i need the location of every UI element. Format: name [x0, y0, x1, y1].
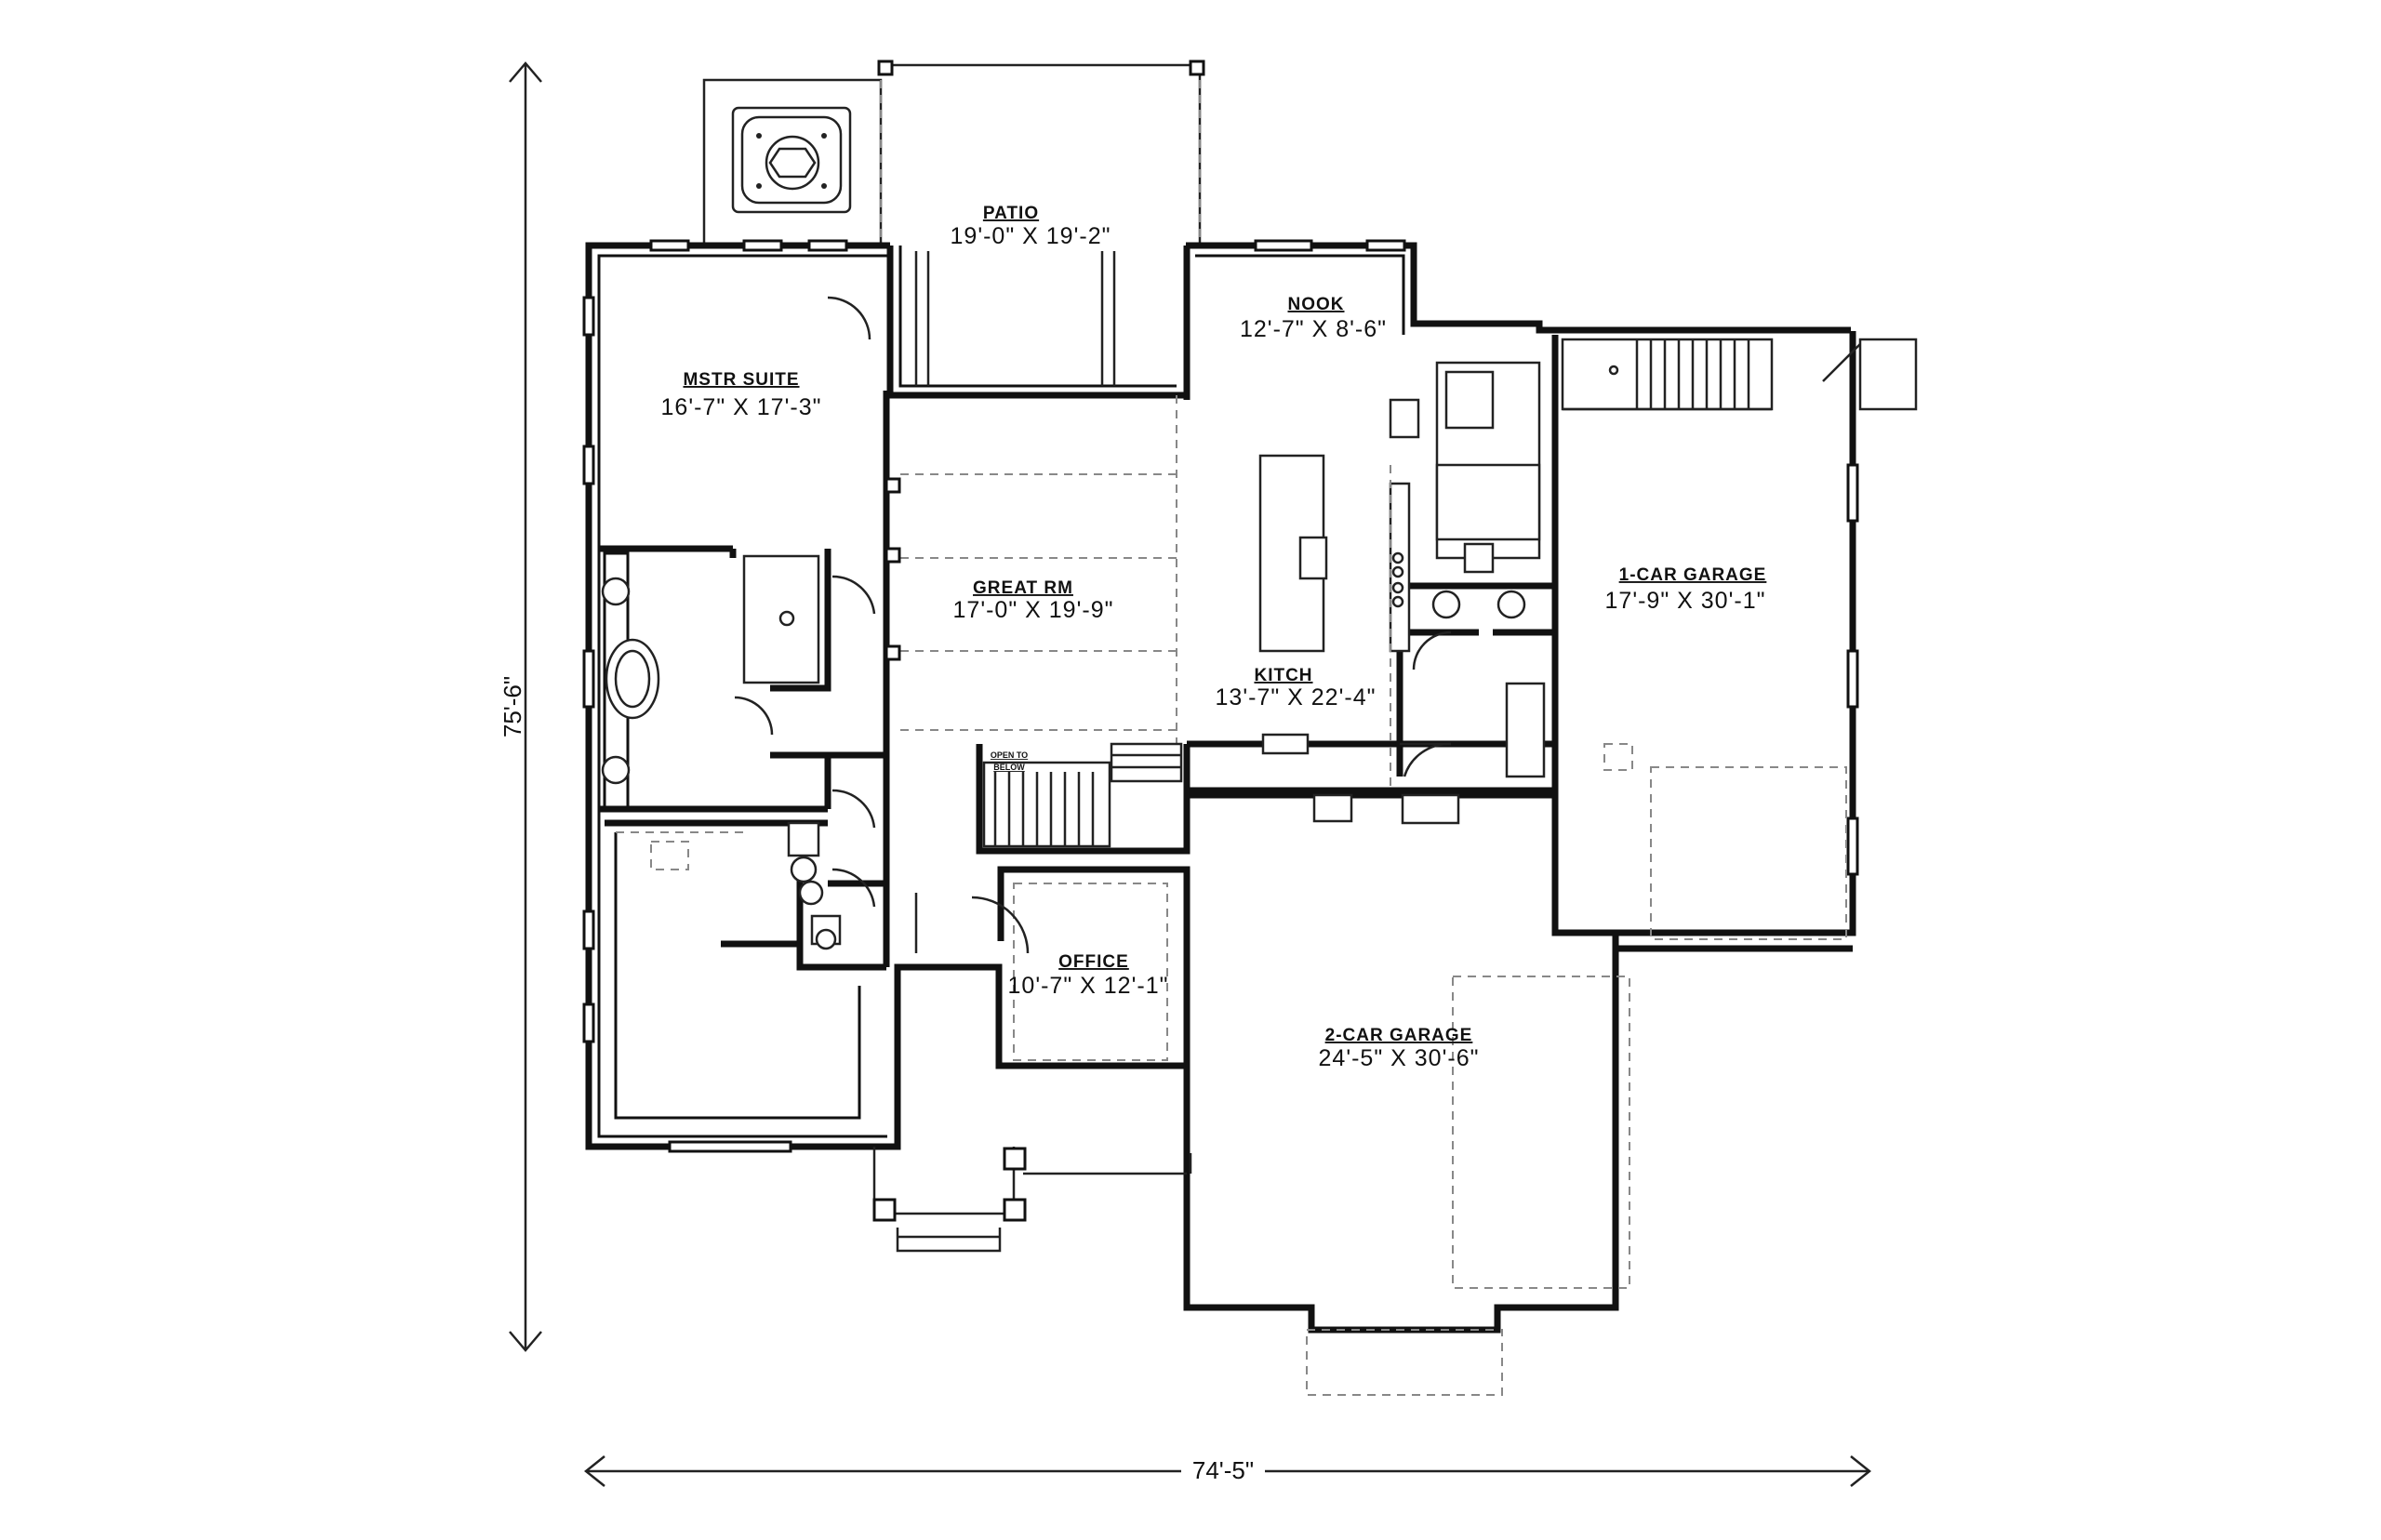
vertical-dimension: 75'-6" [499, 61, 542, 1352]
toilet-icon [1431, 590, 1461, 619]
nook-size: 12'-7" X 8'-6" [1240, 316, 1387, 342]
open-to-below-note: OPEN TO [991, 750, 1028, 760]
toilet-icon [798, 880, 824, 906]
laundry [1400, 590, 1546, 778]
mstr-suite-name: MSTR SUITE [683, 370, 799, 390]
kitchen [1258, 361, 1541, 825]
garage-stairs [1561, 338, 1918, 411]
office-name: OFFICE [1058, 952, 1129, 972]
overall-depth-label: 75'-6" [499, 676, 526, 737]
office-size: 10'-7" X 12'-1" [1008, 973, 1169, 999]
master-bath [601, 296, 876, 950]
mstr-suite-size: 16'-7" X 17'-3" [661, 394, 822, 420]
great-rm-name: GREAT RM [973, 578, 1073, 598]
kitch-name: KITCH [1254, 666, 1312, 685]
nook-name: NOOK [1288, 295, 1345, 314]
garage-1-name: 1-CAR GARAGE [1619, 565, 1767, 585]
great-room [885, 251, 1177, 744]
great-rm-size: 17'-0" X 19'-9" [953, 597, 1114, 623]
front-porch [872, 893, 1192, 1253]
sink-icon [601, 755, 631, 785]
windows [582, 239, 1859, 1153]
kitchen-sink-icon [1298, 536, 1328, 580]
shower [742, 554, 820, 684]
garage-2-name: 2-CAR GARAGE [1325, 1026, 1473, 1045]
patio-size: 19'-0" X 19'-2" [951, 223, 1111, 249]
garage-markers [1013, 743, 1847, 1396]
toilet-icon [790, 856, 818, 883]
room-labels: PATIO 19'-0" X 19'-2" NOOK 12'-7" X 8'-6… [661, 204, 1767, 1071]
sink-icon [601, 577, 631, 606]
hot-tub-icon [731, 106, 852, 214]
garage-2-size: 24'-5" X 30'-6" [1319, 1045, 1480, 1071]
stairs: OPEN TO BELOW [982, 742, 1183, 848]
patio [702, 60, 1205, 246]
overall-width-label: 74'-5" [1192, 1456, 1254, 1484]
open-to-below-note-2: BELOW [993, 763, 1025, 772]
utility-sink-icon [1312, 793, 1353, 823]
interior-walls [599, 335, 1853, 1120]
sink-icon [1496, 590, 1526, 619]
garage-1-size: 17'-9" X 30'-1" [1605, 588, 1766, 614]
horizontal-dimension: 74'-5" [583, 1455, 1872, 1487]
kitch-size: 13'-7" X 22'-4" [1216, 684, 1377, 710]
patio-name: PATIO [983, 204, 1039, 223]
